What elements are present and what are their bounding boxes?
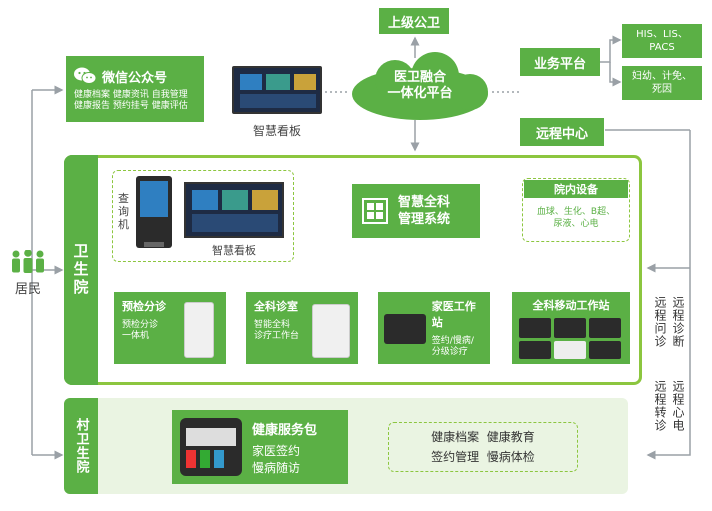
station-gp-sub: 智能全科 诊疗工作台 [254, 320, 300, 341]
village-services-line2: 签约管理 慢病体检 [431, 450, 535, 464]
platform-label: 医卫融合 一体化平台 [387, 70, 453, 101]
equipment-group [522, 178, 630, 242]
station-mobile: 全科移动工作站 [512, 292, 630, 364]
remote-diagnose-label: 远程诊断 [671, 296, 685, 348]
wechat-line1: 健康档案 健康资讯 自我管理 [74, 89, 188, 100]
business-label: 业务平台 [533, 56, 586, 72]
kit-sub1: 家医签约 [252, 443, 301, 458]
wechat-line2: 健康报告 预约挂号 健康评估 [74, 100, 188, 111]
station-family-sub: 签约/慢病/ 分级诊疗 [431, 336, 474, 357]
station-gp-room: 全科诊室 智能全科 诊疗工作台 [246, 292, 358, 364]
business-platform-box: 业务平台 [520, 48, 600, 76]
village-services-group [388, 422, 578, 472]
fuyou-box: 妇幼、计免、 死因 [622, 66, 702, 100]
kanban-top-label: 智慧看板 [252, 124, 301, 138]
management-system-box: 智慧全科 管理系统 [352, 184, 480, 238]
equipment-title-box: 院内设备 [524, 180, 628, 198]
family-doctor-device-image [384, 314, 426, 344]
system-title: 智慧全科 管理系统 [398, 195, 451, 227]
village-label: 村卫生院 [73, 418, 89, 474]
station-family-doctor: 家医工作站 签约/慢病/ 分级诊疗 [378, 292, 490, 364]
equipment-items: 血球、生化、B超、 尿液、心电 [536, 207, 616, 229]
kanban-monitor-image [232, 66, 322, 114]
wechat-box: 微信公众号 健康档案 健康资讯 自我管理 健康报告 预约挂号 健康评估 [66, 56, 204, 122]
his-lis-pacs-box: HIS、LIS、 PACS [622, 24, 702, 58]
resident-people-icon [12, 250, 44, 273]
gp-workstation-image [312, 304, 350, 358]
health-center-label-bar: 卫生院 [64, 155, 98, 385]
kit-title: 健康服务包 [252, 422, 318, 438]
health-center-label: 卫生院 [71, 243, 90, 297]
station-triage: 预检分诊 预检分诊 一体机 [114, 292, 226, 364]
station-mobile-title: 全科移动工作站 [532, 299, 610, 312]
remote-ecg-label: 远程心电 [671, 380, 685, 432]
superior-public-health-box: 上级公卫 [379, 8, 449, 34]
kit-sub2: 慢病随访 [252, 460, 301, 475]
remote-referral-label: 远程转诊 [653, 380, 667, 432]
kanban-inner-label: 智慧看板 [212, 244, 256, 257]
service-kit-image [180, 418, 242, 476]
platform-cloud-icon [352, 52, 488, 120]
display-group [112, 170, 294, 262]
triage-machine-image [184, 302, 214, 358]
wechat-title: 微信公众号 [102, 70, 168, 86]
station-triage-sub: 预检分诊 一体机 [122, 320, 159, 341]
wechat-icon [74, 67, 96, 84]
station-triage-title: 预检分诊 [122, 300, 166, 313]
mobile-kits-image [519, 318, 623, 359]
station-family-title: 家医工作站 [431, 300, 476, 329]
village-services-line1: 健康档案 健康教育 [431, 430, 535, 444]
service-kit-box: 健康服务包 家医签约 慢病随访 [172, 410, 348, 484]
remote-center-box: 远程中心 [520, 118, 604, 146]
resident-label: 居民 [14, 282, 41, 297]
station-gp-title: 全科诊室 [254, 300, 298, 313]
remote-center-label: 远程中心 [535, 126, 588, 142]
remote-consult-label: 远程问诊 [653, 296, 667, 348]
query-machine-label: 查 询 机 [118, 192, 129, 231]
superior-label: 上级公卫 [387, 15, 440, 31]
village-label-bar: 村卫生院 [64, 398, 98, 494]
grid-icon [362, 198, 388, 224]
query-kiosk-image [136, 176, 172, 248]
kanban-inner-image [184, 182, 284, 238]
